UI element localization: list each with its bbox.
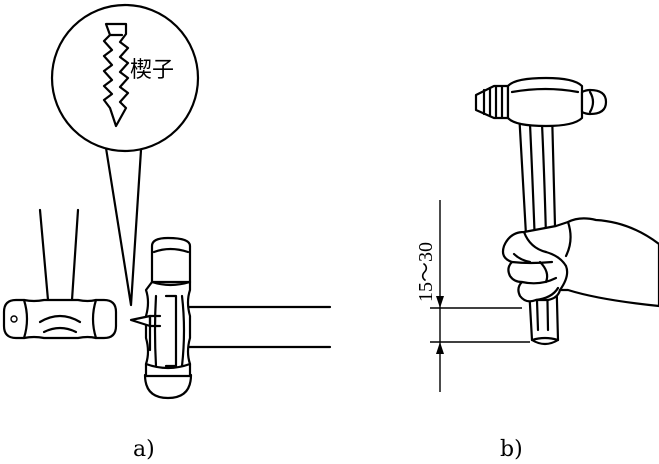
dimension-label: 15～30 xyxy=(415,242,437,302)
gripping-hand xyxy=(501,217,659,308)
panel-a: 楔子 xyxy=(2,3,332,462)
caption-a: a) xyxy=(133,437,155,462)
dimension-marker: 15～30 xyxy=(415,200,530,392)
hammer-head xyxy=(474,76,608,128)
caption-b: b) xyxy=(500,437,523,462)
hammer-head-left xyxy=(2,208,118,340)
wedge-label: 楔子 xyxy=(130,58,174,83)
panel-b: 15～30 b) xyxy=(415,76,659,462)
wedge-detail xyxy=(102,22,130,128)
hammer-side-view xyxy=(129,236,332,400)
wedge-magnifier: 楔子 xyxy=(50,3,200,307)
